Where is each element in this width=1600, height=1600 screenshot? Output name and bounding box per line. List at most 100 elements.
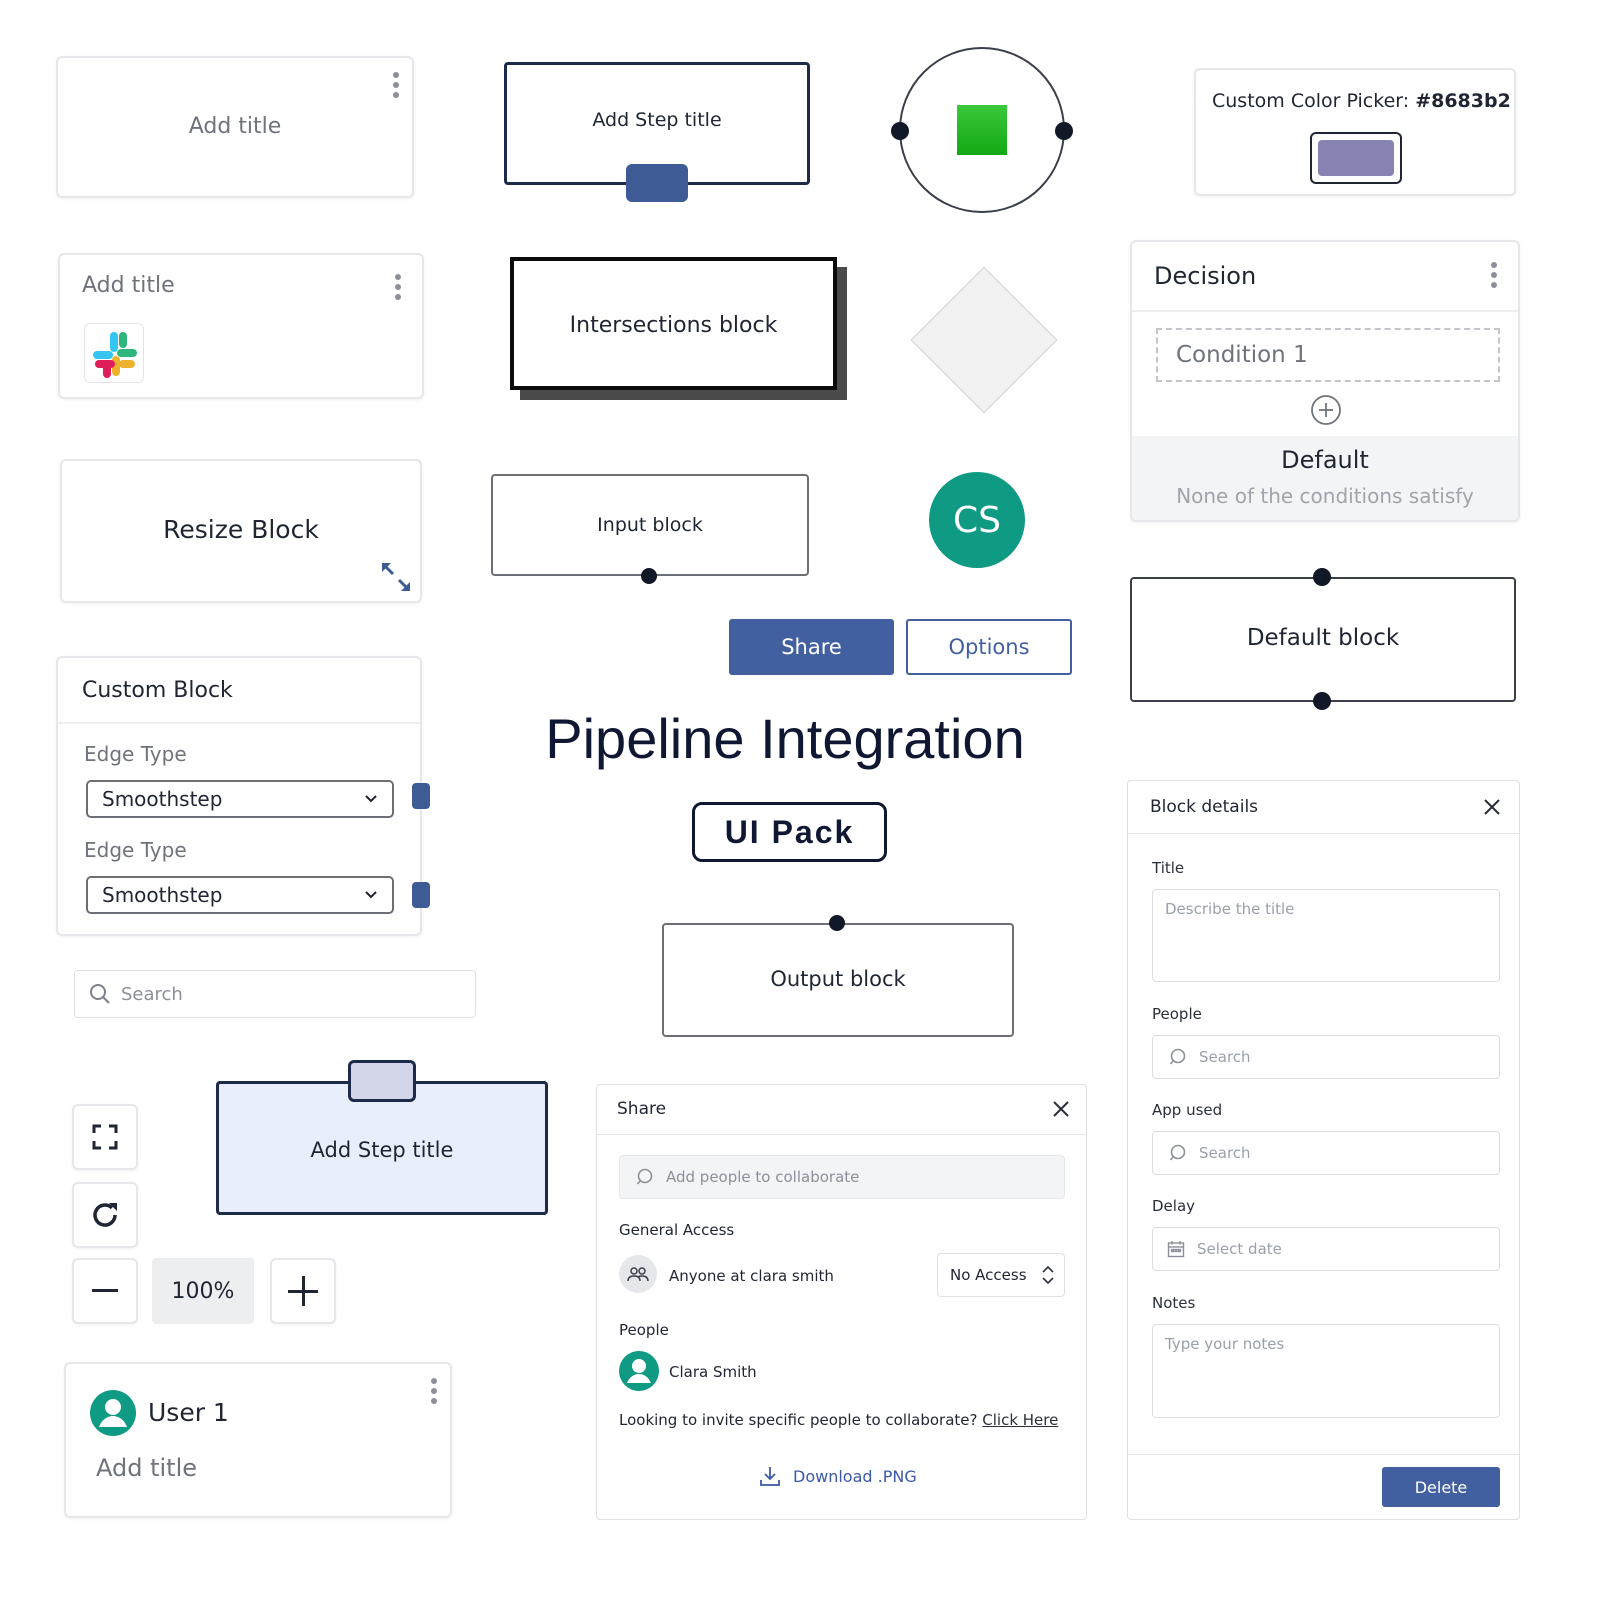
block-details-panel: Block details Title Describe the title P…: [1127, 780, 1520, 1520]
download-icon: [760, 1467, 780, 1486]
custom-block-title: Custom Block: [82, 678, 233, 703]
default-section: Default None of the conditions satisfy: [1132, 436, 1518, 520]
green-square-icon: [957, 105, 1007, 155]
edge-type-label: Edge Type: [84, 742, 187, 766]
people-search-input[interactable]: Search: [1152, 1035, 1500, 1079]
person-avatar-icon: [619, 1351, 659, 1391]
decision-card[interactable]: Decision Condition 1 Default None of the…: [1130, 240, 1520, 522]
delete-button[interactable]: Delete: [1382, 1467, 1500, 1507]
user-card[interactable]: User 1 Add title: [64, 1362, 452, 1518]
app-placeholder: Search: [1199, 1144, 1251, 1162]
notes-label: Notes: [1152, 1294, 1196, 1312]
color-swatch-button[interactable]: [1310, 132, 1402, 184]
search-input[interactable]: Search: [74, 970, 476, 1018]
avatar-initials: CS: [929, 472, 1025, 568]
color-swatch: [1318, 140, 1394, 176]
more-options-icon[interactable]: [1490, 262, 1498, 288]
connection-handle[interactable]: [412, 783, 430, 809]
app-search-input[interactable]: Search: [1152, 1131, 1500, 1175]
connection-dot[interactable]: [891, 122, 909, 140]
connection-dot[interactable]: [1055, 122, 1073, 140]
edge-type-value: Smoothstep: [102, 883, 223, 907]
edge-type-value: Smoothstep: [102, 787, 223, 811]
divider: [1128, 1454, 1519, 1455]
app-title-card[interactable]: Add title: [58, 253, 424, 399]
chevron-down-icon: [365, 795, 377, 803]
edge-type-select[interactable]: Smoothstep: [86, 780, 394, 818]
avatar-initials-text: CS: [953, 499, 1001, 541]
more-options-icon[interactable]: [392, 72, 400, 98]
input-block[interactable]: Input block: [491, 474, 809, 576]
resize-handle-icon[interactable]: [380, 561, 412, 593]
user-card-title: Add title: [96, 1454, 198, 1482]
resize-block-title: Resize Block: [163, 515, 319, 544]
sort-arrows-icon: [1041, 1265, 1054, 1285]
color-picker-card: Custom Color Picker: #8683b2: [1194, 68, 1516, 196]
collaborator-input[interactable]: Add people to collaborate: [619, 1155, 1065, 1199]
access-select-value: No Access: [950, 1266, 1027, 1284]
connection-dot[interactable]: [1313, 692, 1331, 710]
people-label: People: [619, 1321, 669, 1339]
share-button[interactable]: Share: [729, 619, 894, 675]
title-label: Title: [1152, 859, 1185, 877]
card-title: Add title: [188, 114, 282, 139]
zoom-out-button[interactable]: [72, 1258, 138, 1324]
invite-link[interactable]: Click Here: [982, 1411, 1059, 1429]
more-options-icon[interactable]: [430, 1378, 438, 1404]
search-icon: [1169, 1144, 1186, 1161]
output-block-title: Output block: [770, 967, 906, 991]
intersections-block[interactable]: Intersections block: [510, 257, 837, 390]
resize-block[interactable]: Resize Block: [60, 459, 422, 603]
default-block-title: Default block: [1246, 625, 1400, 651]
download-button[interactable]: Download .PNG: [759, 1465, 917, 1487]
zoom-in-button[interactable]: [270, 1258, 336, 1324]
collaborator-placeholder: Add people to collaborate: [666, 1168, 860, 1186]
hero-badge: UI Pack: [692, 802, 887, 862]
title-placeholder: Describe the title: [1165, 900, 1295, 918]
invite-row: Looking to invite specific people to col…: [619, 1411, 1058, 1429]
options-button[interactable]: Options: [906, 619, 1072, 675]
connection-dot[interactable]: [641, 568, 657, 584]
hero-title: Pipeline Integration: [545, 707, 1025, 770]
more-options-icon[interactable]: [394, 274, 402, 300]
intersections-title: Intersections block: [569, 313, 778, 338]
close-icon[interactable]: [1482, 797, 1502, 817]
step-block-title: Add Step title: [310, 1138, 454, 1162]
date-picker-input[interactable]: Select date: [1152, 1227, 1500, 1271]
close-icon[interactable]: [1051, 1099, 1071, 1119]
output-block[interactable]: Output block: [662, 923, 1014, 1037]
people-placeholder: Search: [1199, 1048, 1251, 1066]
step-block-title: Add Step title: [592, 109, 722, 131]
custom-block-card[interactable]: Custom Block Edge Type Smoothstep Edge T…: [56, 656, 422, 936]
connection-handle[interactable]: [412, 882, 430, 908]
step-block-handle[interactable]: [348, 1060, 416, 1102]
divider: [597, 1134, 1086, 1135]
refresh-button[interactable]: [72, 1182, 138, 1248]
user-avatar-icon: [90, 1390, 136, 1436]
slack-icon: [84, 323, 144, 383]
add-title-card[interactable]: Add title: [56, 56, 414, 198]
invite-text: Looking to invite specific people to col…: [619, 1411, 983, 1429]
condition-item[interactable]: Condition 1: [1156, 328, 1500, 382]
zoom-level-value: 100%: [171, 1278, 235, 1304]
card-title: Add title: [82, 273, 175, 298]
minus-icon: [92, 1289, 118, 1292]
access-select[interactable]: No Access: [937, 1253, 1065, 1297]
zoom-level: 100%: [152, 1258, 254, 1324]
step-block-handle[interactable]: [626, 164, 688, 202]
general-access-label: General Access: [619, 1221, 735, 1239]
default-subtitle: None of the conditions satisfy: [1176, 484, 1474, 508]
decision-title: Decision: [1154, 262, 1257, 290]
add-condition-icon[interactable]: [1310, 394, 1342, 426]
default-block[interactable]: Default block: [1130, 577, 1516, 702]
general-access-text: Anyone at clara smith: [669, 1267, 834, 1285]
fullscreen-button[interactable]: [72, 1104, 138, 1170]
title-textarea[interactable]: Describe the title: [1152, 889, 1500, 982]
default-title: Default: [1281, 446, 1369, 474]
circle-node[interactable]: [899, 47, 1065, 213]
diamond-node[interactable]: [910, 266, 1058, 414]
edge-type-select[interactable]: Smoothstep: [86, 876, 394, 914]
notes-textarea[interactable]: Type your notes: [1152, 1324, 1500, 1418]
connection-dot[interactable]: [829, 915, 845, 931]
connection-dot[interactable]: [1313, 568, 1331, 586]
